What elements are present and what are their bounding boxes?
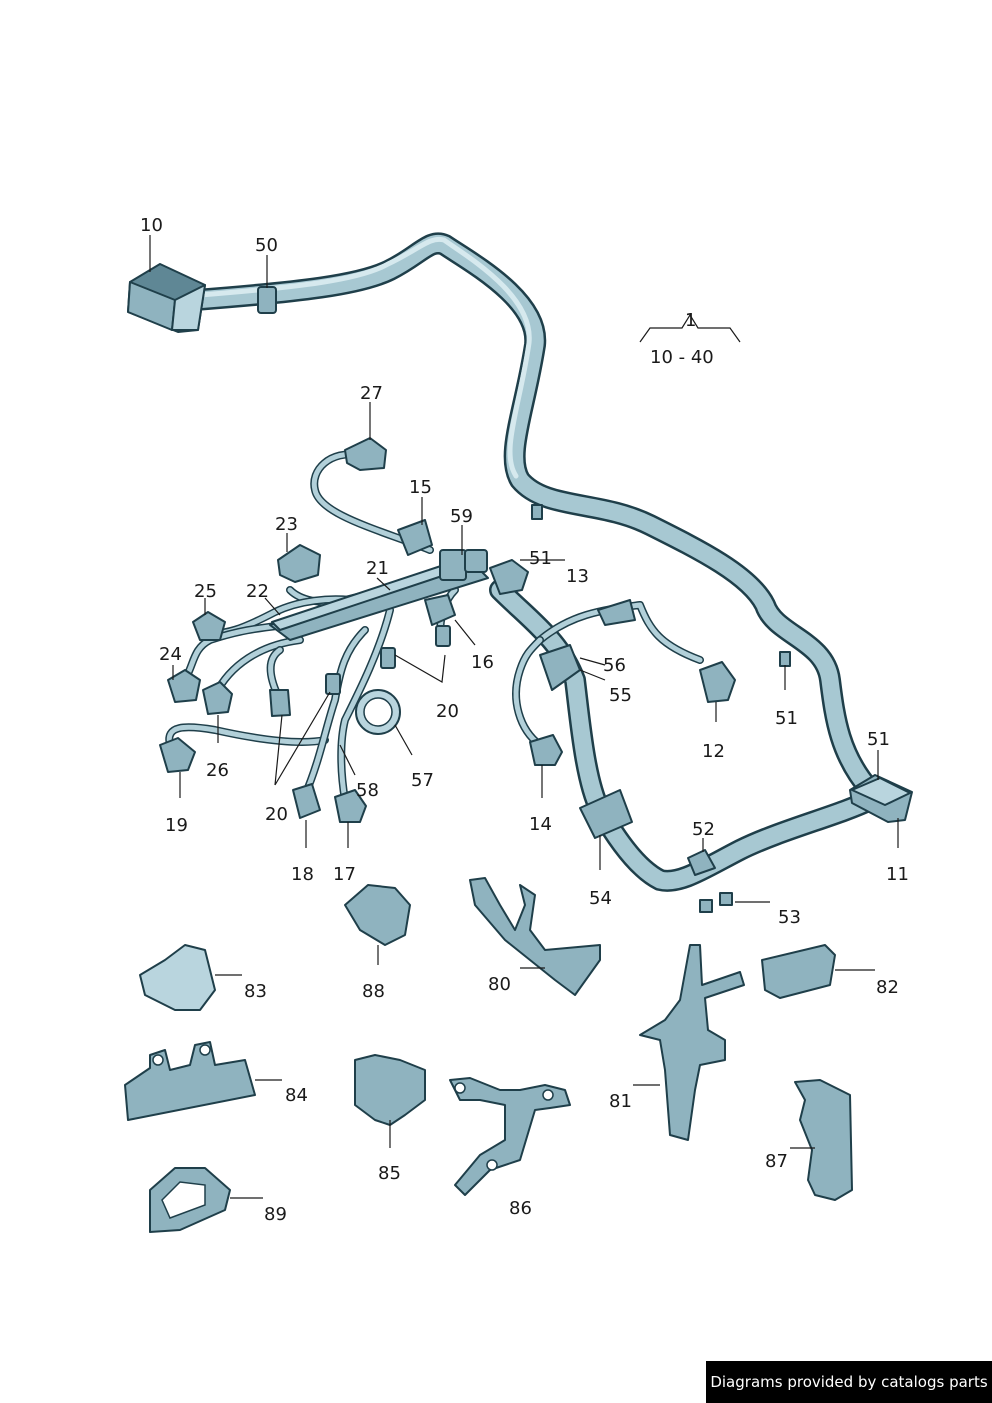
stud-51a	[531, 504, 543, 520]
label-54: 54	[589, 888, 612, 909]
clip-52	[687, 849, 716, 876]
label-17: 17	[333, 864, 356, 885]
label-55: 55	[609, 685, 632, 706]
label-86: 86	[509, 1198, 532, 1219]
part-83	[139, 944, 216, 1011]
label-14: 14	[529, 814, 552, 835]
label-51a: 51	[529, 548, 552, 569]
label-15: 15	[409, 477, 432, 498]
connector-20b	[435, 625, 451, 647]
label-58: 58	[356, 780, 379, 801]
connector-18	[292, 783, 321, 819]
label-52: 52	[692, 819, 715, 840]
part-85	[354, 1054, 426, 1126]
label-23: 23	[275, 514, 298, 535]
bracket-81	[639, 944, 745, 1141]
small-connectors	[159, 437, 791, 913]
clip-54	[579, 789, 633, 839]
wiring-harness-illustration: 10 50 1 10 - 40 27 15 59 23 21 51 13 25 …	[124, 215, 913, 1233]
connector-17	[334, 789, 367, 823]
loose-parts	[124, 877, 853, 1233]
label-18: 18	[291, 864, 314, 885]
label-81: 81	[609, 1091, 632, 1112]
connector-12	[699, 661, 736, 703]
connector-16	[424, 594, 456, 626]
label-11: 11	[886, 864, 909, 885]
label-87: 87	[765, 1151, 788, 1172]
bracket-80	[469, 877, 601, 996]
label-59: 59	[450, 506, 473, 527]
part-82	[761, 944, 836, 999]
label-80: 80	[488, 974, 511, 995]
connector-20a	[269, 689, 291, 717]
label-10: 10	[140, 215, 163, 236]
label-50: 50	[255, 235, 278, 256]
label-16: 16	[471, 652, 494, 673]
tie-53b	[719, 892, 733, 906]
label-27: 27	[360, 383, 383, 404]
label-84: 84	[285, 1085, 308, 1106]
part-88	[344, 884, 411, 946]
connector-24	[167, 669, 201, 703]
label-13: 13	[566, 566, 589, 587]
label-22: 22	[246, 581, 269, 602]
stud-51b	[779, 651, 791, 667]
label-20a: 20	[436, 701, 459, 722]
connector-23	[277, 544, 321, 583]
label-51c: 51	[867, 729, 890, 750]
label-19: 19	[165, 815, 188, 836]
connector-19	[159, 737, 196, 773]
label-51b: 51	[775, 708, 798, 729]
label-26: 26	[206, 760, 229, 781]
label-83: 83	[244, 981, 267, 1002]
label-12: 12	[702, 741, 725, 762]
label-57: 57	[411, 770, 434, 791]
label-21: 21	[366, 558, 389, 579]
connector-27	[344, 437, 387, 471]
credit-footer: Diagrams provided by catalogs parts	[706, 1361, 992, 1403]
label-1: 1	[685, 310, 696, 331]
label-56: 56	[603, 655, 626, 676]
label-10-40: 10 - 40	[650, 347, 714, 368]
part-87	[794, 1079, 853, 1201]
tie-50	[257, 286, 277, 314]
connector-13	[489, 559, 529, 595]
tie-53a	[699, 899, 713, 913]
label-53: 53	[778, 907, 801, 928]
label-25: 25	[194, 581, 217, 602]
connector-11	[849, 774, 913, 823]
label-89: 89	[264, 1204, 287, 1225]
label-88: 88	[362, 981, 385, 1002]
part-number-labels: 10 50 1 10 - 40 27 15 59 23 21 51 13 25 …	[140, 215, 909, 1225]
label-85: 85	[378, 1163, 401, 1184]
connector-26	[202, 681, 233, 715]
connector-20d	[325, 673, 341, 695]
junction-bar	[269, 549, 489, 641]
connector-10	[127, 263, 277, 333]
leader-lines	[149, 235, 899, 1199]
bracket-86	[449, 1077, 571, 1196]
bracket-84	[124, 1041, 256, 1121]
label-24: 24	[159, 644, 182, 665]
connector-25	[192, 611, 226, 641]
connector-15	[397, 519, 433, 556]
label-82: 82	[876, 977, 899, 998]
connector-14	[529, 734, 563, 766]
label-20b: 20	[265, 804, 288, 825]
connector-20c	[380, 647, 396, 669]
clip-56	[597, 599, 636, 626]
